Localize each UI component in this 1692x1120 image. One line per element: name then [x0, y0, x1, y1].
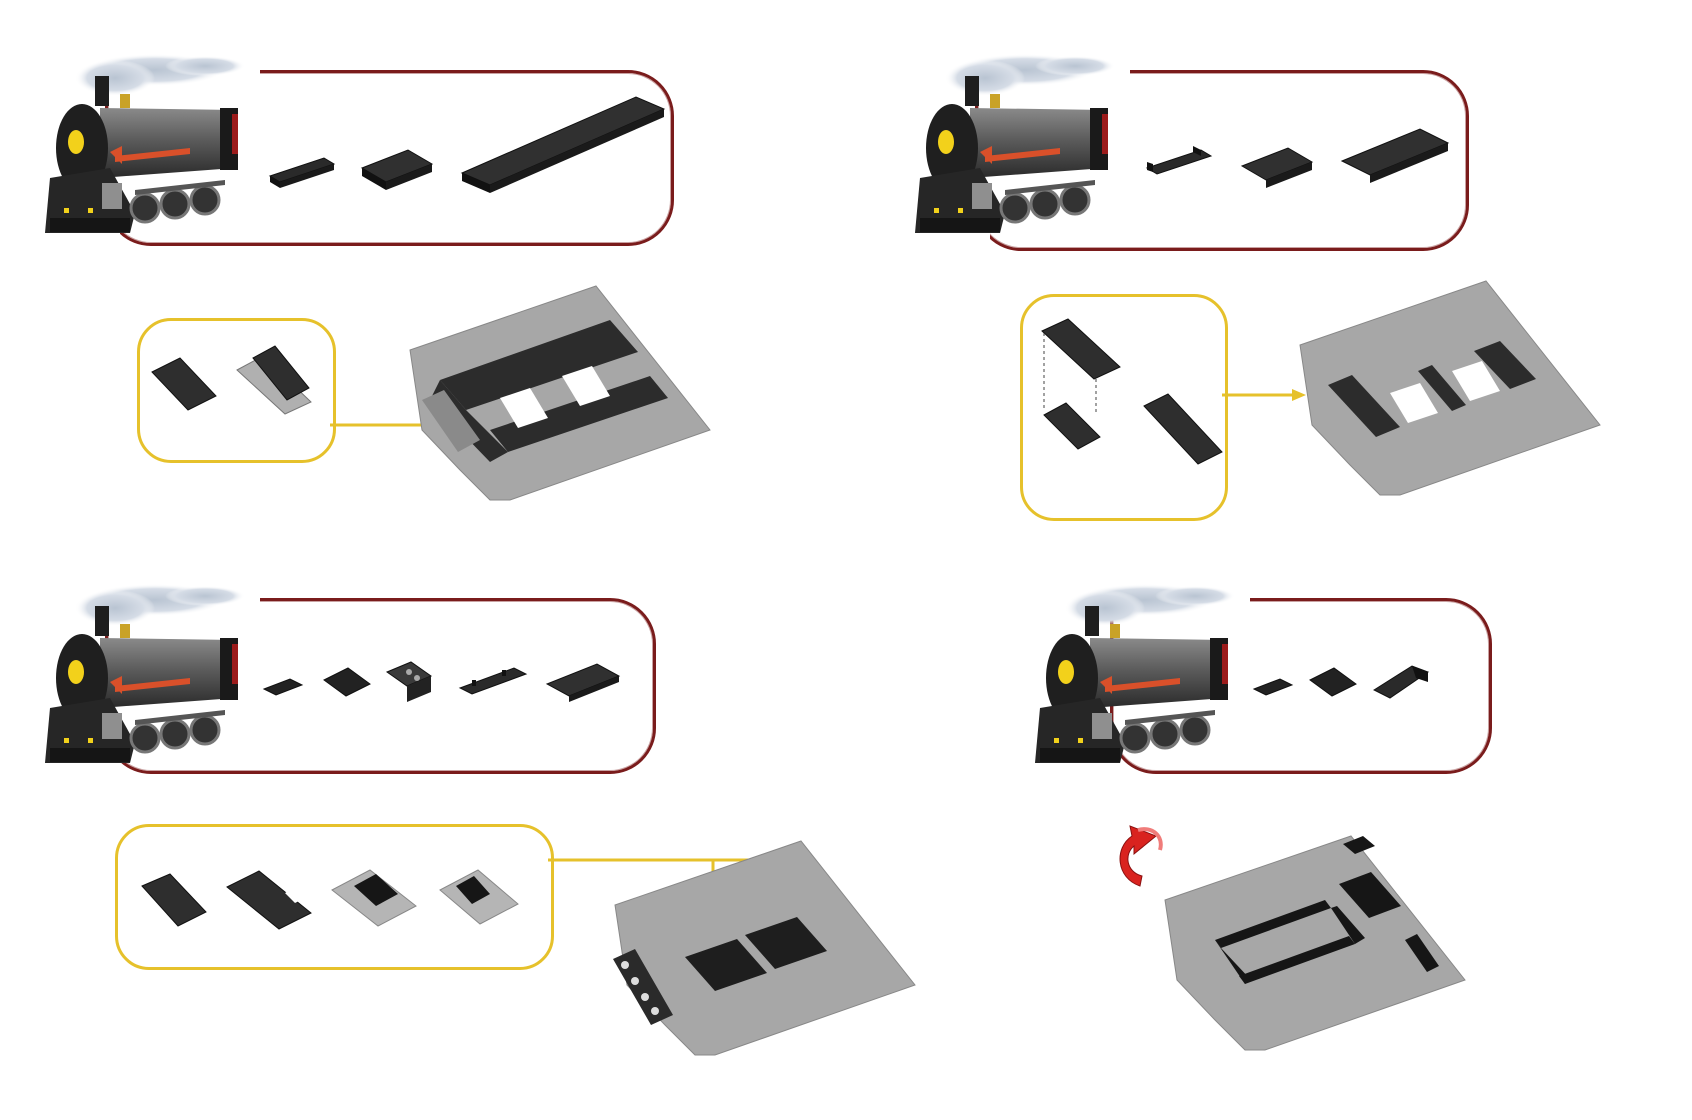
assembly-model	[1155, 830, 1485, 1090]
step-3	[0, 560, 920, 1120]
part-plate-2x4	[545, 658, 625, 706]
part-plate-2x4	[1340, 125, 1455, 185]
part-plate-1x2-with-rail	[1145, 142, 1220, 184]
part-plate-2x8	[460, 95, 670, 195]
assembly-model	[400, 280, 720, 520]
part-tile-2x2	[322, 662, 377, 702]
callout-tile-2x2-on-gray	[330, 862, 420, 932]
part-plate-1x4-with-clips	[458, 660, 533, 700]
locomotive-icon	[40, 48, 260, 238]
locomotive-icon	[40, 578, 260, 768]
part-tile-2x2	[1308, 662, 1363, 702]
callout-plate-2x4-cutout	[225, 865, 315, 933]
step-4	[1000, 560, 1692, 1120]
locomotive-icon	[910, 48, 1130, 238]
step-1	[0, 0, 820, 520]
assembly-model	[1290, 275, 1610, 505]
step-2	[870, 0, 1692, 520]
locomotive-icon	[1030, 578, 1250, 768]
part-tile-1x2	[1252, 675, 1297, 701]
part-plate-2x2	[360, 142, 440, 192]
callout-plate-2x3-stacked	[1040, 315, 1150, 480]
part-bracket-2x2	[385, 658, 440, 706]
callout-plate-2x3	[150, 352, 220, 412]
callout-plate-2x3-on-base	[235, 340, 315, 415]
part-plate-1x2	[268, 152, 338, 192]
assembly-model	[605, 835, 925, 1095]
part-plate-2x2	[1240, 140, 1320, 190]
part-slope-1x2	[1372, 660, 1434, 704]
callout-tile-1x2-on-gray	[438, 862, 523, 932]
callout-plate-2x4	[1142, 390, 1227, 470]
part-tile-1x2	[262, 675, 307, 701]
callout-plate-2x3	[140, 868, 210, 928]
